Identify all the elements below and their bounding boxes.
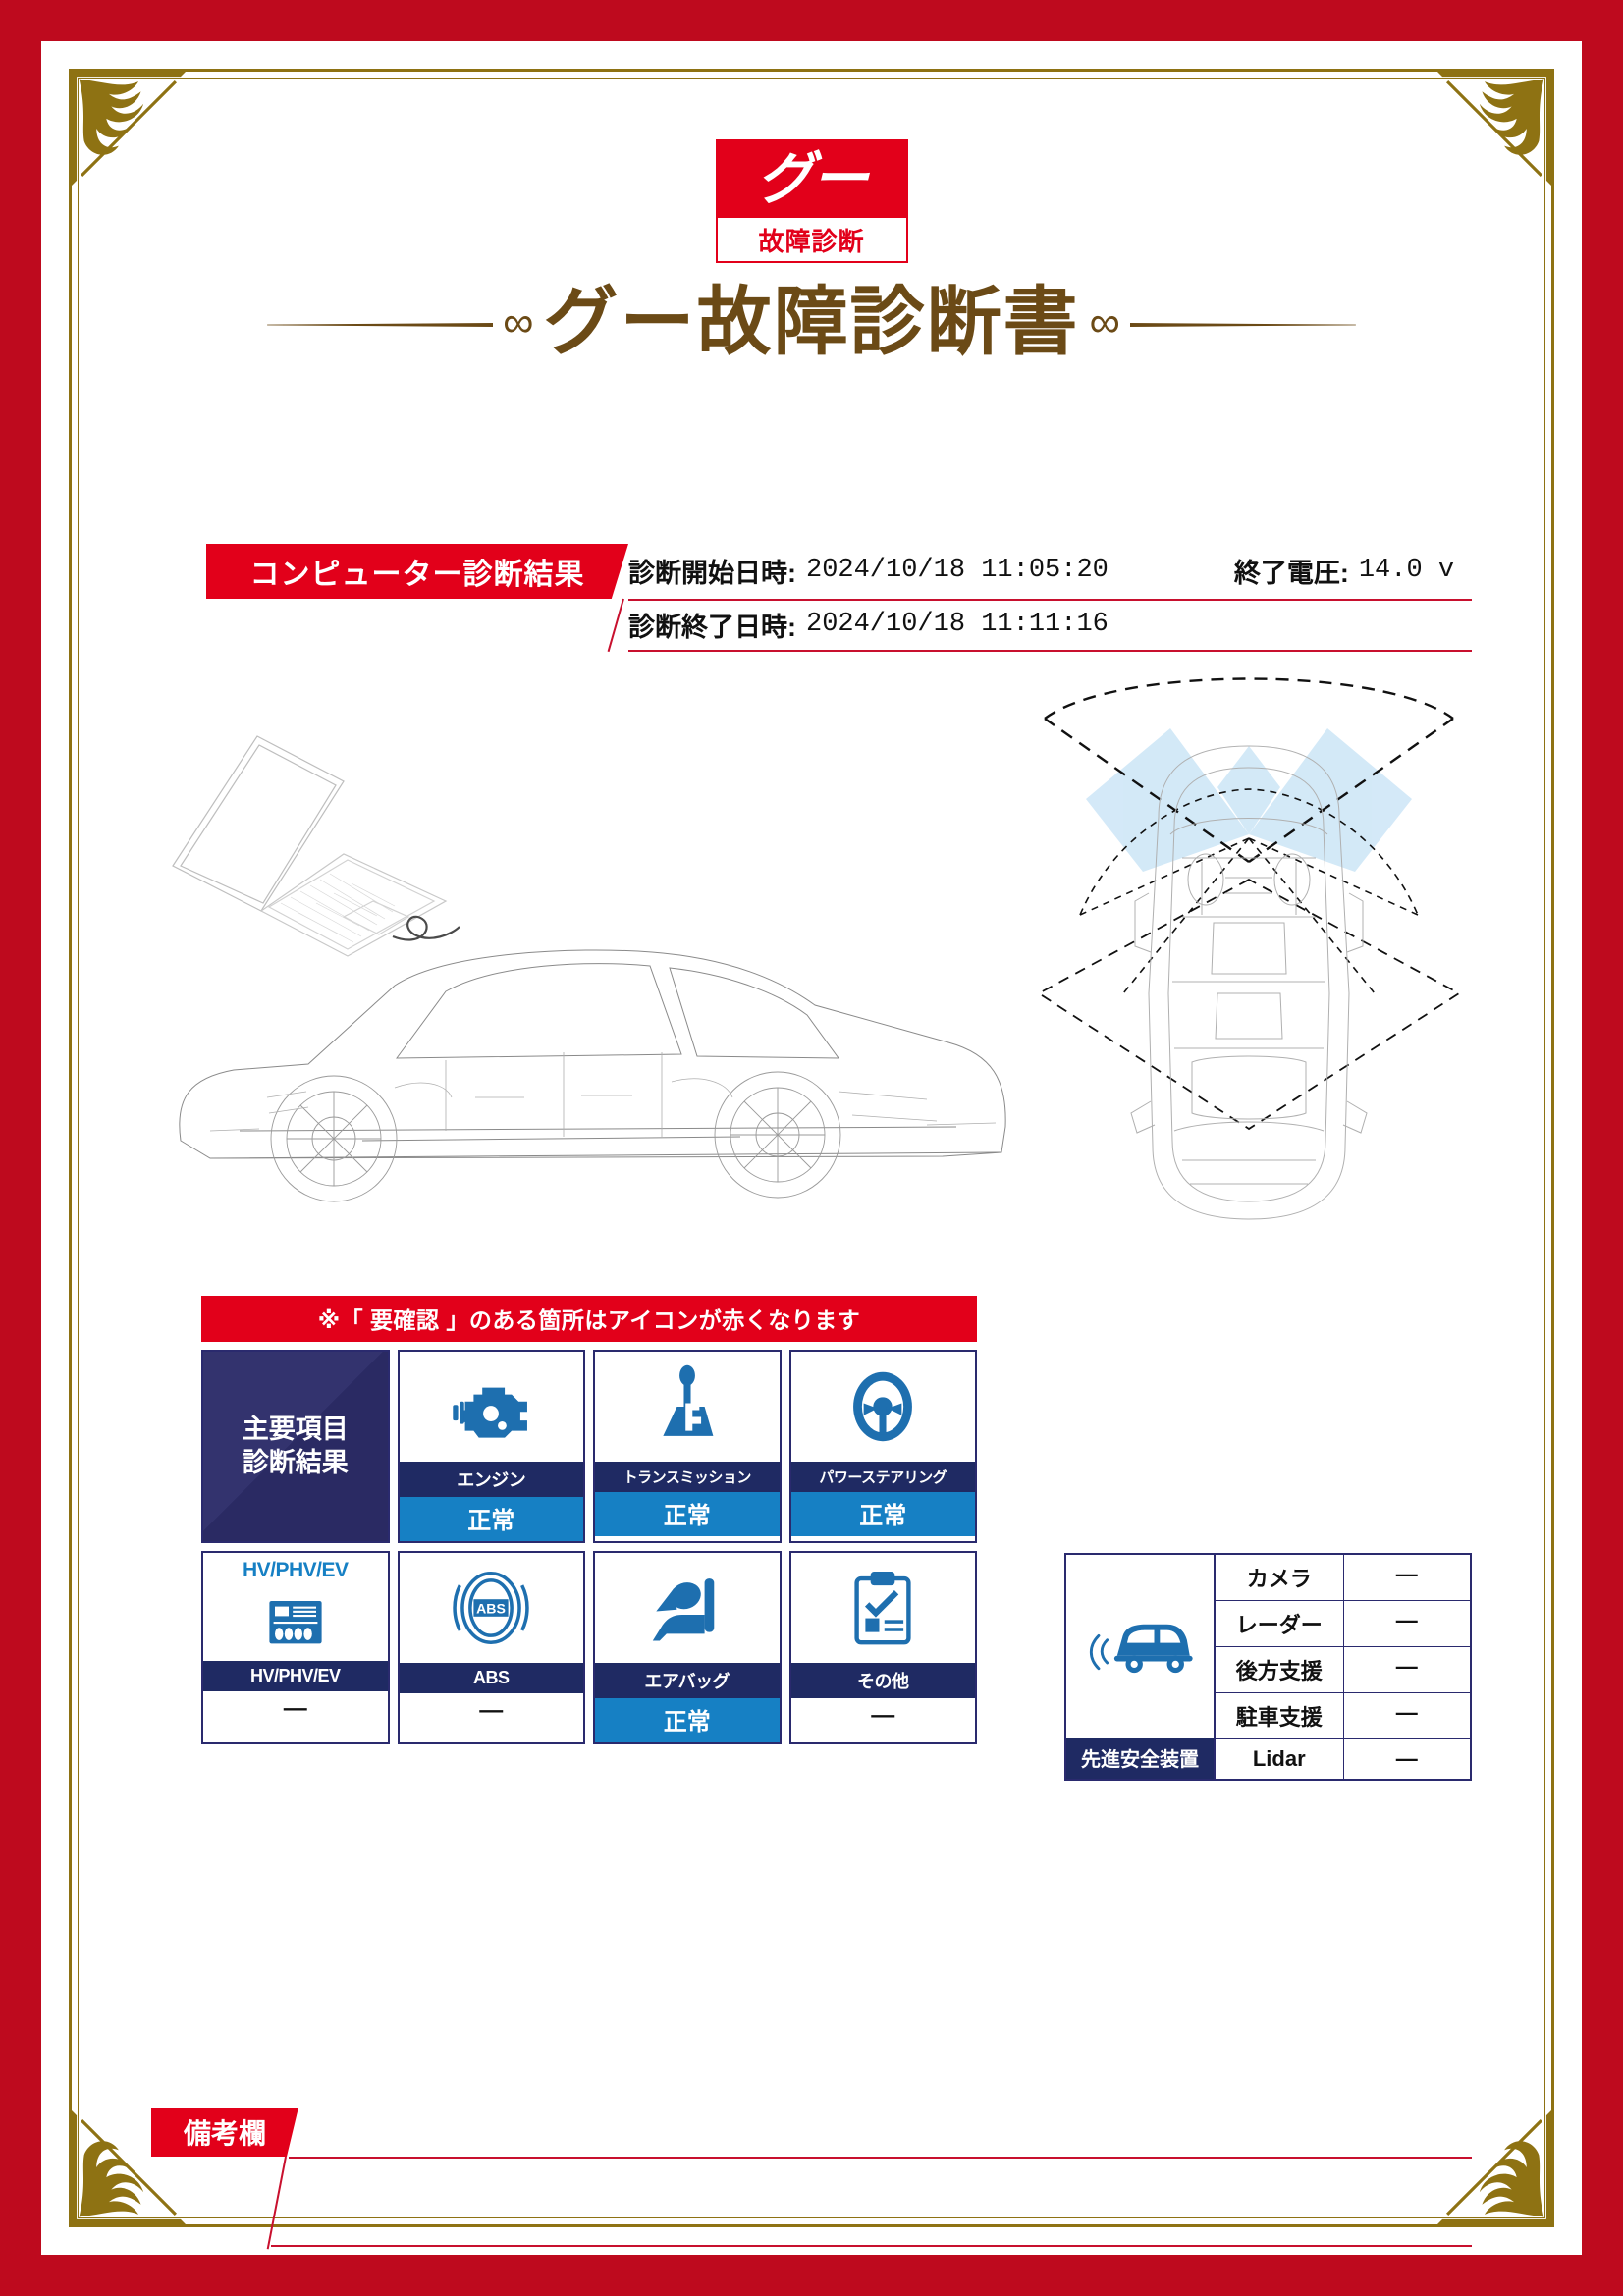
- logo-mark-box: グー: [717, 141, 906, 218]
- result-status-engine: 正常: [399, 1497, 583, 1541]
- safety-row-value: —: [1342, 1647, 1470, 1693]
- main-results-section: ※「 要確認 」のある箇所はアイコンが赤くなります 主要項目 診断結果 エンジン…: [201, 1296, 977, 1744]
- logo-mark-text: グー: [756, 147, 868, 211]
- battery-icon: [203, 1582, 388, 1661]
- svg-text:ABS: ABS: [476, 1600, 506, 1616]
- result-status-other: —: [790, 1698, 975, 1735]
- safety-row-value: —: [1342, 1739, 1471, 1779]
- corner-ornament-icon: [1434, 69, 1554, 188]
- result-status-power-steering: 正常: [790, 1492, 975, 1536]
- result-tag-hv: HV/PHV/EV: [242, 1559, 349, 1581]
- result-status-hv-phv-ev: —: [203, 1691, 388, 1729]
- car-top-sensor-wireframe-icon: [1037, 677, 1461, 1220]
- corner-ornament-icon: [69, 69, 189, 188]
- safety-row-name: カメラ: [1216, 1555, 1343, 1601]
- result-card-airbag[interactable]: エアバッグ 正常: [593, 1551, 782, 1744]
- car-side-wireframe-icon: [179, 949, 1006, 1202]
- illustration-area: [151, 669, 1472, 1288]
- laptop-wireframe-icon: [172, 735, 460, 957]
- title-flourish-left-icon: ∞: [503, 298, 534, 347]
- transmission-icon: [595, 1352, 780, 1462]
- remarks-tag: 備考欄: [151, 2108, 298, 2157]
- engine-icon: [400, 1352, 584, 1462]
- results-notice: ※「 要確認 」のある箇所はアイコンが赤くなります: [201, 1296, 977, 1342]
- steering-icon: [791, 1352, 976, 1462]
- safety-title: 先進安全装置: [1066, 1738, 1214, 1779]
- result-status-transmission: 正常: [595, 1492, 780, 1536]
- abs-icon: ABS: [400, 1553, 584, 1663]
- airbag-icon: [595, 1553, 780, 1663]
- safety-row-name: 後方支援: [1216, 1647, 1343, 1693]
- diagnosis-end-row: 診断終了日時: 2024/10/18 11:11:16: [628, 599, 1472, 652]
- voltage-value: 14.0 v: [1358, 556, 1455, 585]
- result-label-power-steering: パワーステアリング: [790, 1462, 975, 1492]
- voltage-label: 終了電圧:: [1233, 558, 1349, 588]
- result-status-abs: —: [399, 1693, 583, 1731]
- safety-title-cell: 先進安全装置: [1066, 1555, 1216, 1779]
- car-sensor-icon: [1066, 1555, 1214, 1738]
- logo-caption: 故障診断: [758, 226, 865, 256]
- result-card-transmission[interactable]: トランスミッション 正常: [593, 1350, 782, 1543]
- safety-row-name: 駐車支援: [1216, 1693, 1343, 1739]
- result-card-hv-phv-ev[interactable]: HV/PHV/EV HV/PHV/EV —: [201, 1551, 390, 1744]
- results-panel-title-line1: 主要項目: [242, 1414, 349, 1444]
- results-grid: 主要項目 診断結果 エンジン 正常: [201, 1350, 977, 1744]
- results-panel-title-line2: 診断結果: [242, 1447, 349, 1477]
- result-label-airbag: エアバッグ: [595, 1663, 780, 1698]
- diagnosis-start-value: 2024/10/18 11:05:20: [806, 556, 1109, 585]
- remarks-line-top: [289, 2157, 1472, 2159]
- computer-diagnosis-header: コンピューター診断結果 診断開始日時: 2024/10/18 11:05:20 …: [151, 542, 1472, 652]
- result-label-hv-phv-ev: HV/PHV/EV: [203, 1661, 388, 1691]
- remarks-line-bottom: [271, 2245, 1472, 2247]
- safety-row-value: —: [1342, 1693, 1470, 1739]
- clipboard-icon: [791, 1553, 976, 1663]
- remarks-section: 備考欄: [151, 2108, 1472, 2255]
- result-label-transmission: トランスミッション: [595, 1462, 780, 1492]
- safety-row-name: レーダー: [1216, 1601, 1343, 1647]
- diagnosis-end-value: 2024/10/18 11:11:16: [806, 610, 1109, 639]
- result-status-airbag: 正常: [595, 1698, 780, 1742]
- diagnosis-end-label: 診断終了日時:: [628, 612, 796, 642]
- page-title: ∞ グー故障診断書 ∞: [41, 269, 1582, 377]
- result-label-other: その他: [790, 1663, 975, 1698]
- title-flourish-right-icon: ∞: [1089, 298, 1120, 347]
- safety-row-value: —: [1342, 1555, 1470, 1601]
- page-title-text: グー故障診断書: [543, 281, 1080, 364]
- safety-row-name: Lidar: [1252, 1746, 1306, 1771]
- diagnosis-start-label: 診断開始日時:: [628, 558, 796, 588]
- result-card-engine[interactable]: エンジン 正常: [397, 1350, 585, 1543]
- certificate-page: グー 故障診断 ∞ グー故障診断書 ∞ コンピューター診断結果 診断開始日時: …: [41, 41, 1582, 2255]
- result-card-abs[interactable]: ABS ABS —: [397, 1551, 585, 1744]
- result-card-other[interactable]: その他 —: [788, 1551, 977, 1744]
- results-panel-title: 主要項目 診断結果: [201, 1350, 390, 1543]
- safety-row-value: —: [1342, 1601, 1470, 1647]
- result-card-power-steering[interactable]: パワーステアリング 正常: [788, 1350, 977, 1543]
- result-label-abs: ABS: [399, 1663, 583, 1693]
- goo-logo: グー 故障診断: [715, 139, 908, 263]
- remarks-slash-divider: [269, 2157, 295, 2247]
- advanced-safety-table: 先進安全装置 カメラ — レーダー — 後方支援 — 駐車支援 — Lidar …: [1064, 1553, 1472, 1781]
- result-label-engine: エンジン: [399, 1462, 583, 1497]
- computer-diagnosis-tag: コンピューター診断結果: [206, 544, 628, 599]
- diagnosis-start-row: 診断開始日時: 2024/10/18 11:05:20 終了電圧: 14.0 v: [628, 542, 1472, 601]
